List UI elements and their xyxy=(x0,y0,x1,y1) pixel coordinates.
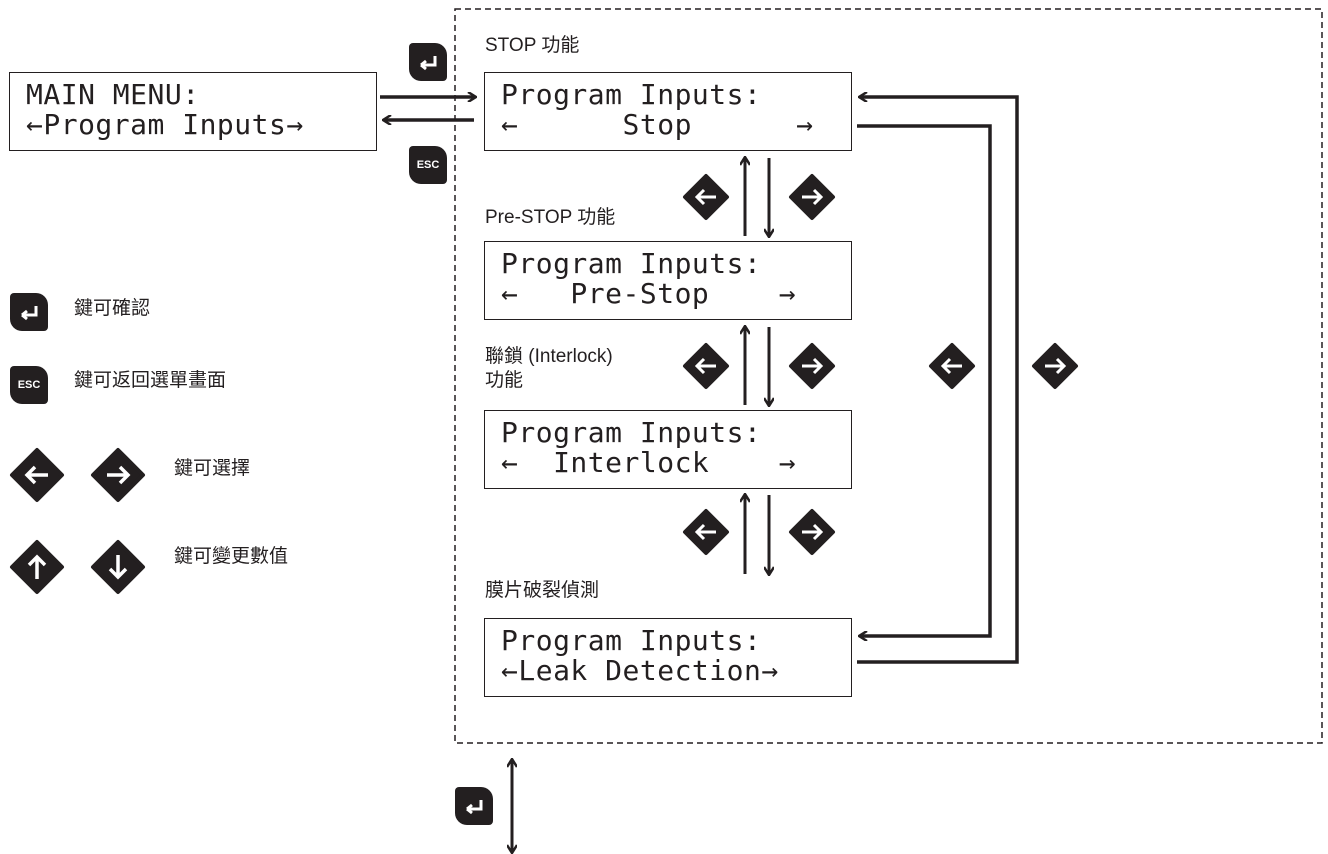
main-menu-screen: MAIN MENU: ←Program Inputs→ xyxy=(9,72,377,151)
screen-line-2: ← Interlock → xyxy=(501,446,797,479)
esc-key-icon: ESC xyxy=(10,366,48,404)
screen-line-1: Program Inputs: xyxy=(501,416,762,449)
leak-to-stop-loop xyxy=(857,97,1019,664)
interlock-caption-line-2: 功能 xyxy=(485,370,524,391)
stop-to-leak-loop xyxy=(857,124,992,636)
screen-line-1: Program Inputs: xyxy=(501,624,762,657)
enter-key-icon xyxy=(409,43,447,81)
legend-leftright-text: 鍵可選擇 xyxy=(174,458,251,479)
right-arrow-key-icon xyxy=(1032,343,1078,389)
right-arrow-key-icon xyxy=(789,509,835,555)
down-arrow-key-icon xyxy=(91,540,145,594)
stop-screen: Program Inputs: ← Stop → xyxy=(484,72,852,151)
left-arrow-key-icon xyxy=(683,343,729,389)
leak-caption: 膜片破裂偵測 xyxy=(485,580,600,601)
screen-line-2: ←Leak Detection→ xyxy=(501,654,779,687)
left-arrow-key-icon xyxy=(683,174,729,220)
screen-line-1: Program Inputs: xyxy=(501,78,762,111)
enter-key-icon xyxy=(10,293,48,331)
legend-updown-text: 鍵可變更數值 xyxy=(174,546,289,567)
screen-line-1: Program Inputs: xyxy=(501,247,762,280)
stop-caption: STOP 功能 xyxy=(485,35,580,56)
right-arrow-key-icon xyxy=(789,174,835,220)
right-arrow-key-icon xyxy=(789,343,835,389)
up-arrow-key-icon xyxy=(10,540,64,594)
screen-line-2: ← Pre-Stop → xyxy=(501,277,797,310)
left-arrow-key-icon xyxy=(929,343,975,389)
left-arrow-key-icon xyxy=(683,509,729,555)
left-arrow-key-icon xyxy=(10,448,64,502)
legend-enter-text: 鍵可確認 xyxy=(74,298,151,319)
right-arrow-key-icon xyxy=(91,448,145,502)
screen-line-2: ← Stop → xyxy=(501,108,814,141)
leak-detection-screen: Program Inputs: ←Leak Detection→ xyxy=(484,618,852,697)
prestop-screen: Program Inputs: ← Pre-Stop → xyxy=(484,241,852,320)
prestop-caption: Pre-STOP 功能 xyxy=(485,207,616,228)
program-inputs-frame xyxy=(454,8,1323,744)
screen-line-1: MAIN MENU: xyxy=(26,78,200,111)
interlock-caption-line-1: 聯鎖 (Interlock) xyxy=(485,346,613,367)
screen-line-2: ←Program Inputs→ xyxy=(26,108,304,141)
enter-key-icon xyxy=(455,787,493,825)
legend-esc-text: 鍵可返回選單畫面 xyxy=(74,370,227,391)
esc-key-icon: ESC xyxy=(409,146,447,184)
interlock-screen: Program Inputs: ← Interlock → xyxy=(484,410,852,489)
